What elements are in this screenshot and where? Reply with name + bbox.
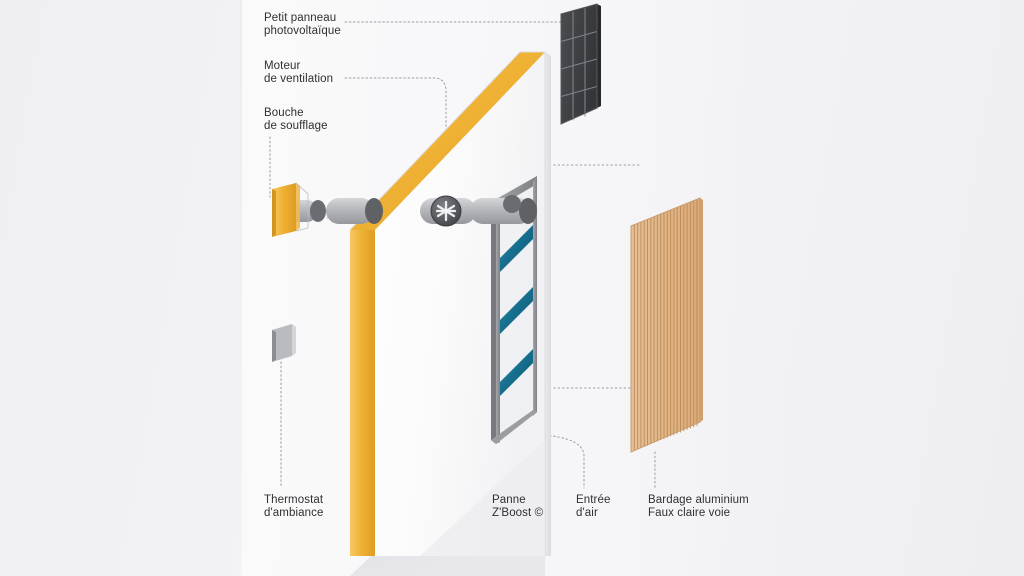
intake-slats [500, 224, 534, 396]
label-moteur-de-ventilation: Moteur de ventilation [264, 60, 334, 86]
aluminium-cladding [630, 197, 703, 453]
intake-slat [500, 286, 534, 334]
label-entree-d-air: Entrée d'air [576, 494, 611, 520]
photovoltaic-panel [560, 3, 601, 125]
air-intake-frame [491, 176, 537, 444]
wall-yellow-edge [350, 230, 375, 556]
ventilation-fan-motor [430, 195, 462, 227]
leader-motor [344, 77, 447, 197]
air-outlet-vent [272, 182, 309, 237]
label-petit-panneau-photovoltaique: Petit panneau photovoltaïque [264, 12, 341, 38]
label-bardage-aluminium: Bardage aluminium Faux claire voie [648, 494, 749, 520]
intake-slat [500, 224, 534, 272]
wall-yellow-band [350, 52, 545, 230]
cladding-ribs [633, 200, 698, 451]
room-thermostat [272, 324, 296, 362]
label-panne-z-boost: Panne Z'Boost © [492, 494, 544, 520]
duct-segment [326, 198, 374, 224]
intake-slat [500, 348, 534, 396]
duct-terminal [503, 195, 521, 213]
label-thermostat-d-ambiance: Thermostat d'ambiance [264, 494, 324, 520]
label-bouche-de-soufflage: Bouche de soufflage [264, 107, 328, 133]
air-duct [282, 195, 537, 227]
